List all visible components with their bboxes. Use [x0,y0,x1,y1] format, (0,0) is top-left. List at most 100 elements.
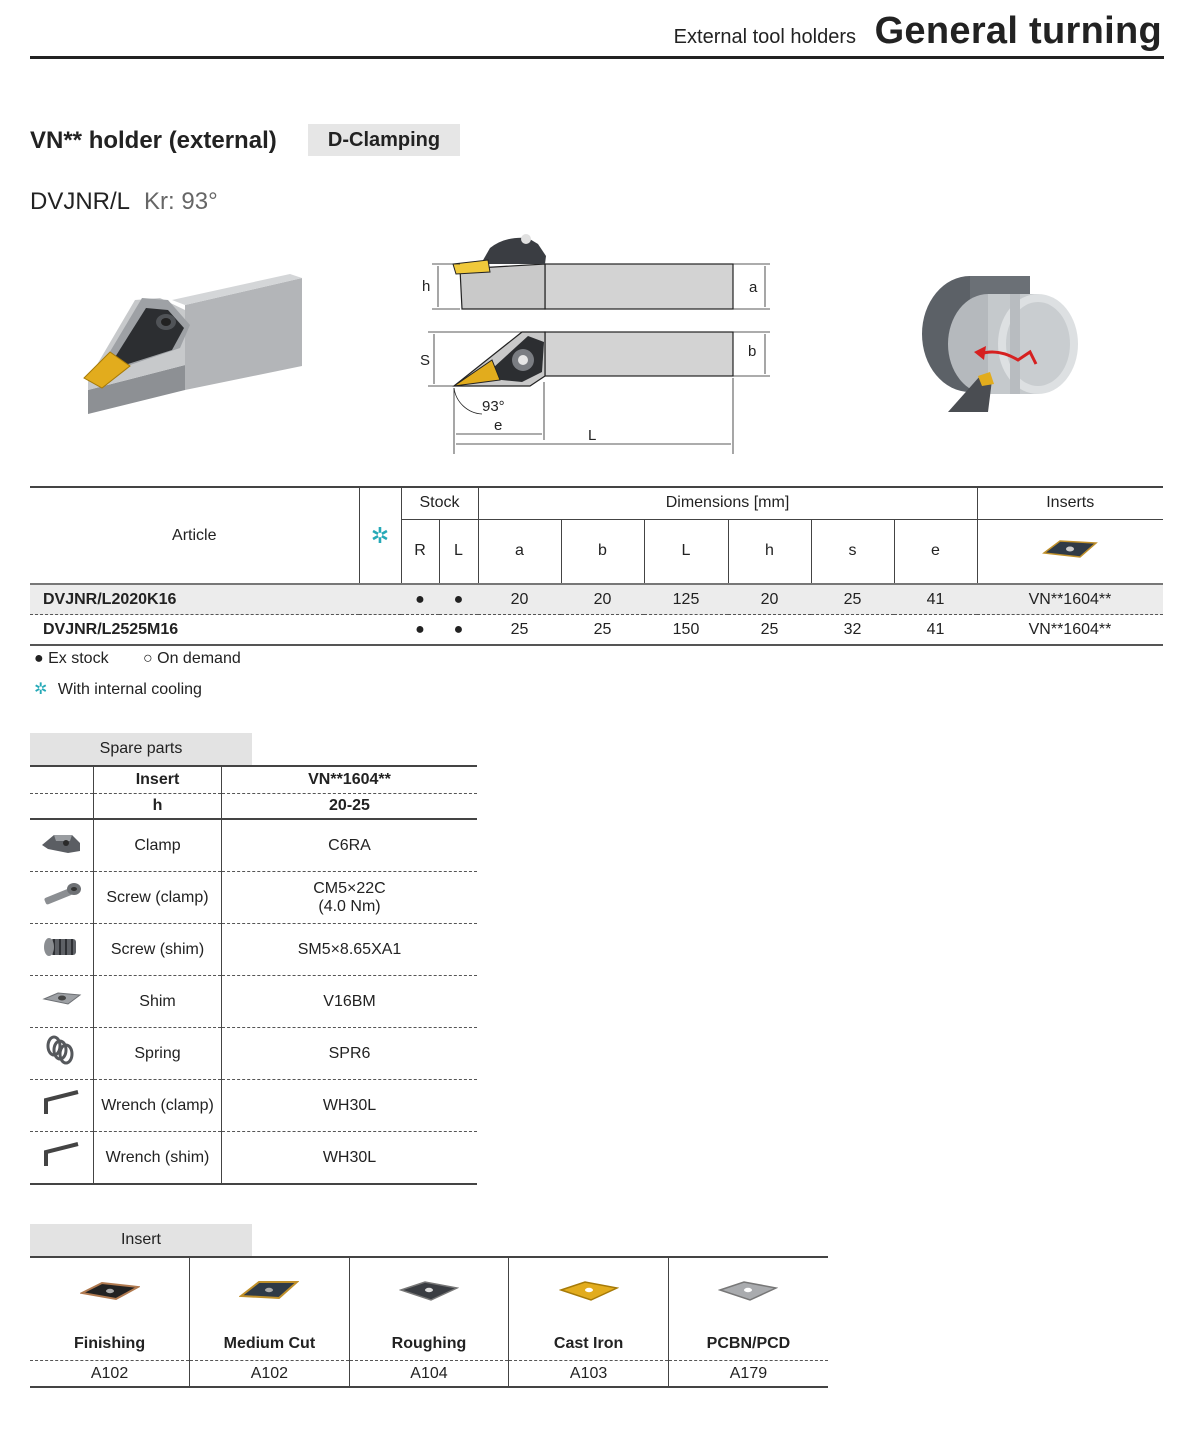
spare-h-label: h [93,793,222,820]
part-name: Screw (shim) [93,923,222,976]
wrench-icon [43,1090,78,1114]
col-dimensions: Dimensions [mm] [477,486,977,520]
col-s: s [810,519,894,584]
insert-grade-code: A102 [30,1360,190,1388]
col-cooling: ✲ [358,486,401,585]
dim-label-S: S [420,352,430,369]
dim-b: 20 [561,583,644,615]
spare-h-value: 20-25 [221,793,477,820]
insert-code: VN**1604** [977,614,1163,646]
screw-clamp-icon [43,883,81,905]
col-a: a [477,519,561,584]
cooling-legend: ✲ With internal cooling [34,679,202,699]
dim-label-b: b [748,343,756,360]
part-code: V16BM [221,975,477,1028]
section-title: VN** holder (external) [30,127,277,154]
header-title: General turning [874,10,1162,52]
insert-section-title: Insert [30,1224,252,1256]
col-L: L [643,519,728,584]
part-code: CM5×22C [313,879,386,897]
wrench-icon [43,1142,78,1166]
model-name: DVJNR/L [30,188,131,215]
insert-grade-code: A102 [189,1360,350,1388]
insert-icon [1042,539,1099,558]
dim-L: 125 [644,583,728,615]
finishing-insert-icon [78,1281,141,1300]
part-code: WH30L [221,1079,477,1132]
clamping-badge: D-Clamping [308,124,460,156]
stock-legend: ● Ex stock ○ On demand [34,650,241,668]
insert-grade-name: Roughing [348,1328,509,1361]
part-code: SPR6 [221,1027,477,1080]
insert-grade-code: A179 [667,1360,828,1388]
col-e: e [893,519,977,584]
kr-angle: Kr: 93° [144,188,218,215]
dim-label-e: e [494,417,502,434]
tool-holder-image [83,274,302,414]
table-row: DVJNR/L2020K16 ● ● 20 20 125 20 25 41 VN… [30,583,1163,615]
part-code: C6RA [221,819,477,872]
roughing-insert-icon [398,1280,460,1301]
spare-insert-label: Insert [93,765,222,794]
spare-part-row: Wrench (shim) WH30L [30,1131,477,1185]
table-row: DVJNR/L2525M16 ● ● 25 25 150 25 32 41 VN… [30,614,1163,646]
clamp-icon [41,835,80,853]
shim-icon [41,992,81,1005]
part-name: Wrench (shim) [93,1131,222,1185]
spare-part-row: Shim V16BM [30,975,477,1028]
legend-cooling: With internal cooling [57,681,202,698]
spare-part-row: Screw (shim) SM5×8.65XA1 [30,923,477,976]
part-code: SM5×8.65XA1 [221,923,477,976]
legend-on-demand: ○ On demand [143,650,241,667]
col-insert-image [976,519,1163,584]
col-b: b [560,519,644,584]
dim-e: 41 [894,583,977,615]
cooling-icon: ✲ [34,681,48,698]
dim-h: 20 [728,583,811,615]
legend-ex-stock: ● Ex stock [34,650,109,667]
article-table: Article ✲ Stock Dimensions [mm] Inserts … [30,486,1163,646]
spare-parts-title: Spare parts [30,733,252,765]
spare-part-row: Screw (clamp) CM5×22C(4.0 Nm) [30,871,477,924]
stock-r: ● [401,614,439,646]
part-name: Shim [93,975,222,1028]
col-stock-l: L [438,519,478,584]
insert-grade-table: Finishing Medium Cut Roughing Cast Iron … [30,1256,828,1388]
stock-l: ● [439,583,478,615]
spare-parts-table: Insert VN**1604** h 20-25 Clamp C6RA Scr… [30,765,477,1185]
insert-grade-name: Cast Iron [508,1328,669,1361]
stock-l: ● [439,614,478,646]
dim-label-h: h [422,278,430,295]
part-name: Spring [93,1027,222,1080]
col-inserts: Inserts [976,486,1163,520]
insert-grade-code: A103 [508,1360,669,1388]
part-name: Screw (clamp) [93,871,222,924]
part-torque: (4.0 Nm) [318,897,381,915]
article-code: DVJNR/L2525M16 [30,614,359,646]
dim-label-a: a [749,279,758,296]
header-rule [30,56,1164,59]
dim-a: 20 [478,583,561,615]
insert-code: VN**1604** [977,583,1163,615]
part-code: WH30L [221,1131,477,1185]
spare-insert-value: VN**1604** [221,765,477,794]
insert-grade-code: A104 [348,1360,509,1388]
dim-h: 25 [728,614,811,646]
spring-icon [46,1035,73,1065]
dim-L: 150 [644,614,728,646]
workpiece-image [922,276,1078,412]
medium-cut-insert-icon [238,1280,301,1299]
cooling-icon: ✲ [370,522,390,548]
article-code: DVJNR/L2020K16 [30,583,359,615]
part-name: Wrench (clamp) [93,1079,222,1132]
dim-e: 41 [894,614,977,646]
insert-grade-name: Medium Cut [189,1328,350,1361]
col-stock: Stock [400,486,478,520]
cast-iron-insert-icon [558,1280,620,1301]
dim-a: 25 [478,614,561,646]
dim-s: 32 [811,614,894,646]
insert-grade-name: PCBN/PCD [667,1328,828,1361]
pcbn-pcd-insert-icon [718,1280,779,1301]
col-h: h [727,519,811,584]
spare-part-row: Clamp C6RA [30,819,477,872]
